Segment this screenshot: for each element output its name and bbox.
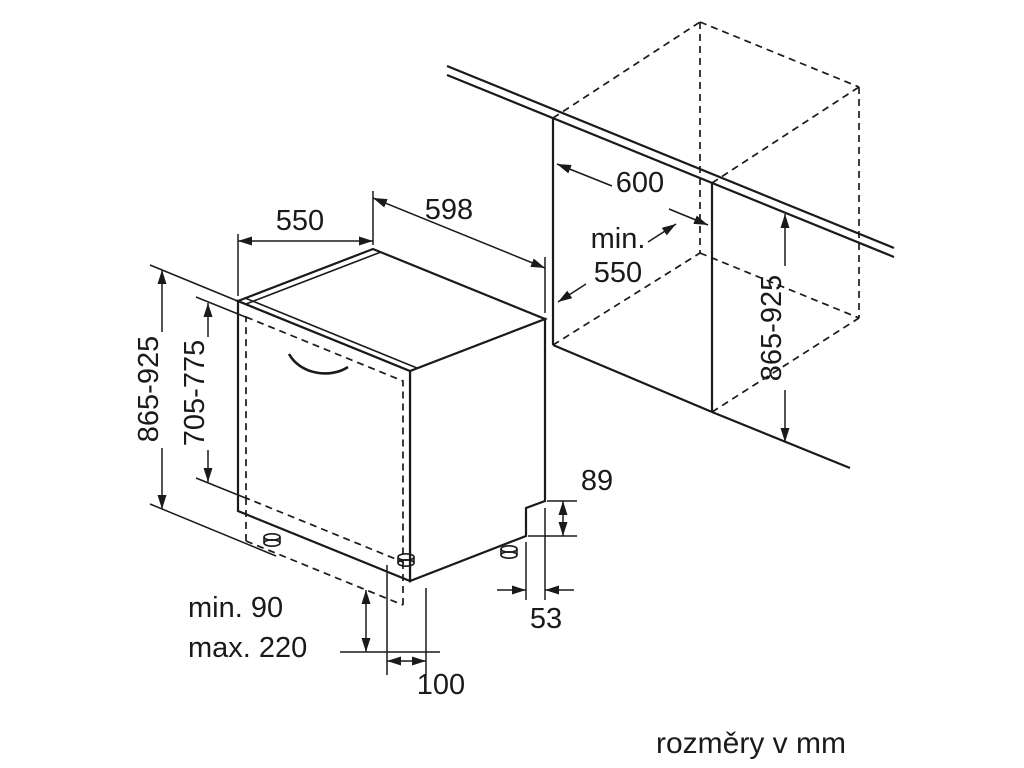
dishwasher-body [235, 247, 548, 583]
dim-base-setback-label: 100 [417, 669, 465, 701]
adjustable-feet [263, 532, 518, 567]
dim-total-height-label: 865-925 [133, 336, 165, 442]
dim-niche-height-label: 865-925 [756, 275, 788, 381]
adjustable-foot [397, 552, 415, 567]
adjustable-foot [263, 532, 281, 547]
units-caption: rozměry v mm [656, 727, 846, 760]
dim-top-width-label: 598 [425, 194, 473, 226]
dim-plinth-max-label: max. 220 [188, 632, 307, 664]
dim-step-depth: 53 [497, 508, 574, 635]
dishwasher-top-face [235, 247, 548, 373]
dishwasher-door [245, 315, 404, 606]
adjustable-foot [500, 544, 518, 559]
dim-niche-width-label: 600 [616, 167, 664, 199]
dim-niche-height: 865-925 [756, 214, 790, 442]
dim-top-depth-label: 550 [276, 205, 324, 237]
countertop [446, 64, 895, 259]
dim-base-setback: 100 [386, 565, 465, 701]
dim-niche-depth: min. 550 [557, 223, 677, 303]
door-handle-icon [287, 353, 349, 375]
dim-top-width: 598 [372, 194, 546, 313]
dim-step-height-label: 89 [581, 465, 613, 497]
dim-step-depth-label: 53 [530, 603, 562, 635]
dim-plinth-height: min. 90 max. 220 [188, 590, 440, 664]
dim-niche-depth-value-label: 550 [594, 257, 642, 289]
dim-top-depth: 550 [237, 191, 374, 296]
dim-plinth-min-label: min. 90 [188, 592, 283, 624]
dim-door-height-label: 705-775 [179, 340, 211, 446]
dim-step-height: 89 [528, 465, 613, 537]
dim-door-height: 705-775 [179, 296, 249, 500]
dim-niche-width: 600 [556, 163, 709, 226]
dim-niche-depth-min-label: min. [591, 223, 646, 255]
dim-total-height: 865-925 [133, 264, 277, 557]
